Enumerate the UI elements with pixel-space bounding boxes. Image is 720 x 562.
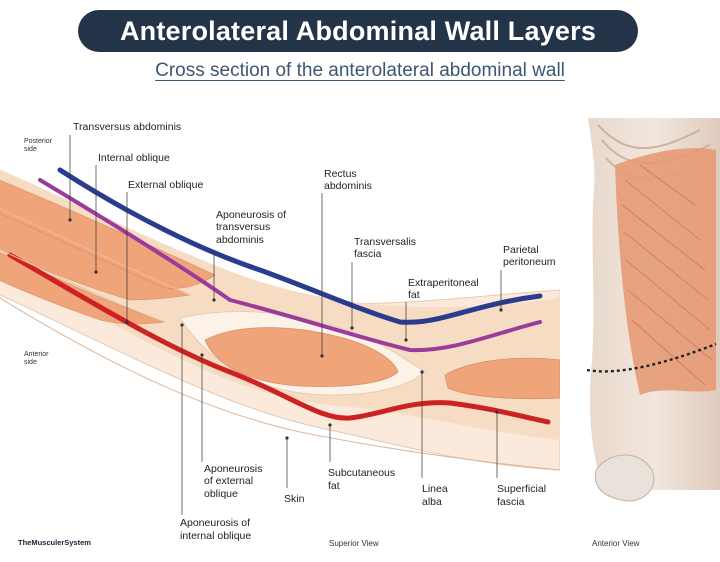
- parietal-peritoneum-line: [57, 167, 543, 325]
- transversalis-fascia-line: [38, 178, 542, 353]
- label-superficial-fascia: Superficial fascia: [497, 483, 549, 508]
- label-rectus-abdominis: Rectus abdominis: [324, 168, 372, 192]
- anterior-side-label: Anterior side: [24, 351, 50, 366]
- label-subcutaneous-fat: Subcutaneous fat: [328, 467, 398, 492]
- label-aponeurosis-internal: Aponeurosis of internal oblique: [180, 517, 253, 542]
- transversus-abdominis-muscle: [0, 179, 216, 289]
- label-aponeurosis-transversus: Aponeurosis of transversus abdominis: [216, 209, 289, 246]
- brand-logo: TheMusculerSystem: [18, 538, 91, 547]
- title-banner: Anterolateral Abdominal Wall Layers: [78, 10, 638, 52]
- superior-view-caption: Superior View: [329, 539, 379, 548]
- posterior-side-label: Posterior side: [24, 138, 54, 153]
- label-transversalis-fascia: Transversalis fascia: [354, 236, 419, 260]
- anterior-view-caption: Anterior View: [592, 539, 640, 548]
- label-parietal-peritoneum: Parietal peritoneum: [503, 244, 556, 268]
- cross-section: [0, 167, 560, 471]
- page-subtitle: Cross section of the anterolateral abdom…: [155, 60, 565, 81]
- leader-lines: [68, 135, 503, 515]
- skin-line: [0, 297, 560, 471]
- layer-edge: [0, 249, 166, 323]
- pelvis-bone: [594, 454, 655, 502]
- muscle-striations: [621, 164, 713, 386]
- label-extraperitoneal-fat: Extraperitoneal fat: [408, 277, 482, 301]
- oblique-muscle-fibers: [615, 148, 716, 395]
- label-transversus-abdominis: Transversus abdominis: [73, 121, 181, 133]
- rectus-abdominis-right: [444, 357, 560, 400]
- cross-section-level-line: [586, 342, 717, 373]
- layer-edge: [0, 208, 191, 296]
- internal-oblique-muscle: [0, 252, 166, 325]
- anterior-view-illustration: [586, 118, 720, 502]
- label-linea-alba: Linea alba: [422, 483, 451, 508]
- label-external-oblique: External oblique: [128, 179, 203, 191]
- rectus-abdominis-left: [204, 327, 399, 387]
- label-internal-oblique: Internal oblique: [98, 152, 170, 164]
- label-skin: Skin: [284, 493, 305, 505]
- label-aponeurosis-external: Aponeurosis of external oblique: [204, 463, 265, 500]
- page-title: Anterolateral Abdominal Wall Layers: [119, 15, 597, 46]
